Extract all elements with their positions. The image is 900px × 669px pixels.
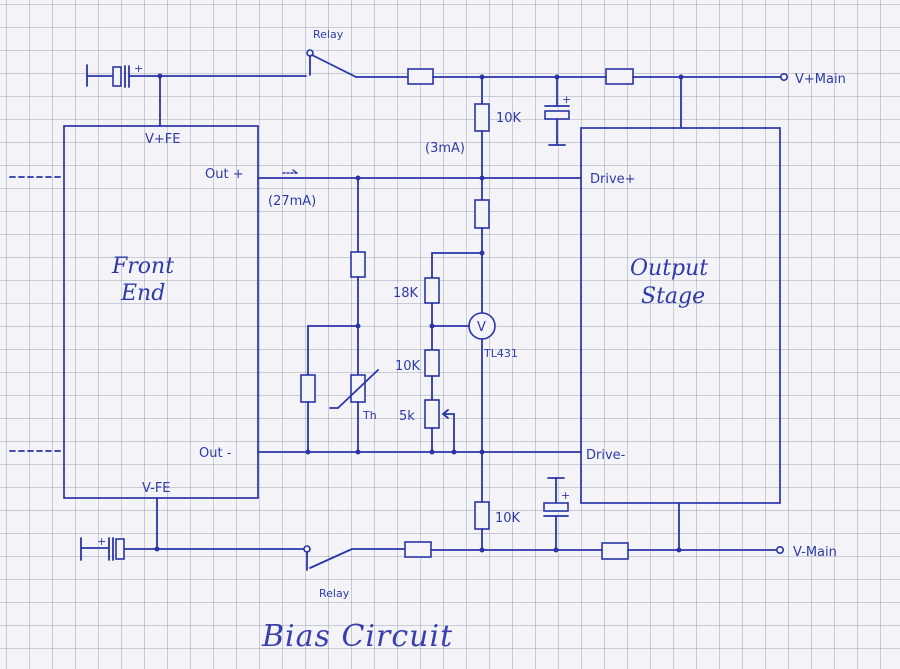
svg-text:+: + [97, 535, 106, 548]
bottom-relay-label: Relay [319, 587, 350, 600]
svg-text:+: + [134, 62, 143, 75]
top-relay-switch [306, 49, 409, 78]
tl431-symbol: V [477, 320, 486, 335]
top-output-resistor [605, 68, 634, 85]
pot-5k [424, 399, 440, 429]
top-capacitor-icon: + [544, 76, 571, 146]
tl431-label: TL431 [483, 347, 518, 360]
svg-text:+: + [561, 489, 570, 502]
bottom-series-resistor [404, 541, 432, 558]
r-18k-label: 18K [393, 286, 419, 301]
bottom-output-resistor [601, 542, 629, 560]
bottom-10k-label: 10K [495, 511, 521, 526]
r-10k-resistor [424, 349, 440, 377]
svg-text:+: + [562, 93, 571, 106]
v-plus-fe-label: V+FE [145, 132, 180, 147]
drive-plus-label: Drive+ [590, 172, 636, 187]
current-27ma-label: (27mA) [268, 194, 316, 209]
output-stage-label-line2: Stage [641, 284, 705, 309]
top-series-resistor [407, 68, 434, 85]
output-stage-label-line1: Output [630, 256, 708, 281]
r-18k-resistor [424, 277, 440, 304]
top-battery-icon: + [86, 62, 143, 88]
bottom-capacitor-icon: + [543, 477, 570, 551]
drive-minus-label: Drive- [586, 448, 626, 463]
thermistor-label: Th [362, 409, 377, 422]
diagram-title: Bias Circuit [261, 619, 453, 654]
current-3ma-label: (3mA) [425, 141, 465, 156]
bottom-10k-resistor [474, 501, 490, 530]
top-relay-label: Relay [313, 28, 344, 41]
top-10k-resistor [474, 103, 490, 132]
thermistor-series-resistor [350, 251, 366, 278]
bottom-relay-switch [303, 545, 406, 571]
front-end-block [63, 125, 259, 499]
front-end-label-line1: Front [111, 254, 174, 279]
r-10k-label: 10K [395, 359, 421, 374]
front-end-label-line2: End [120, 281, 165, 306]
v-minus-main-terminal [775, 545, 784, 554]
v-minus-fe-label: V-FE [142, 481, 171, 496]
out-plus-label: Out + [205, 167, 244, 182]
v-plus-main-terminal [779, 73, 788, 82]
v-minus-main-label: V-Main [793, 545, 837, 560]
bottom-battery-icon: + [80, 535, 125, 561]
v-plus-main-label: V+Main [795, 72, 846, 87]
bias-resistor [474, 199, 490, 229]
parallel-resistor [300, 374, 316, 403]
out-minus-label: Out - [199, 446, 232, 461]
pot-5k-label: 5k [399, 409, 415, 424]
top-10k-label: 10K [496, 111, 522, 126]
